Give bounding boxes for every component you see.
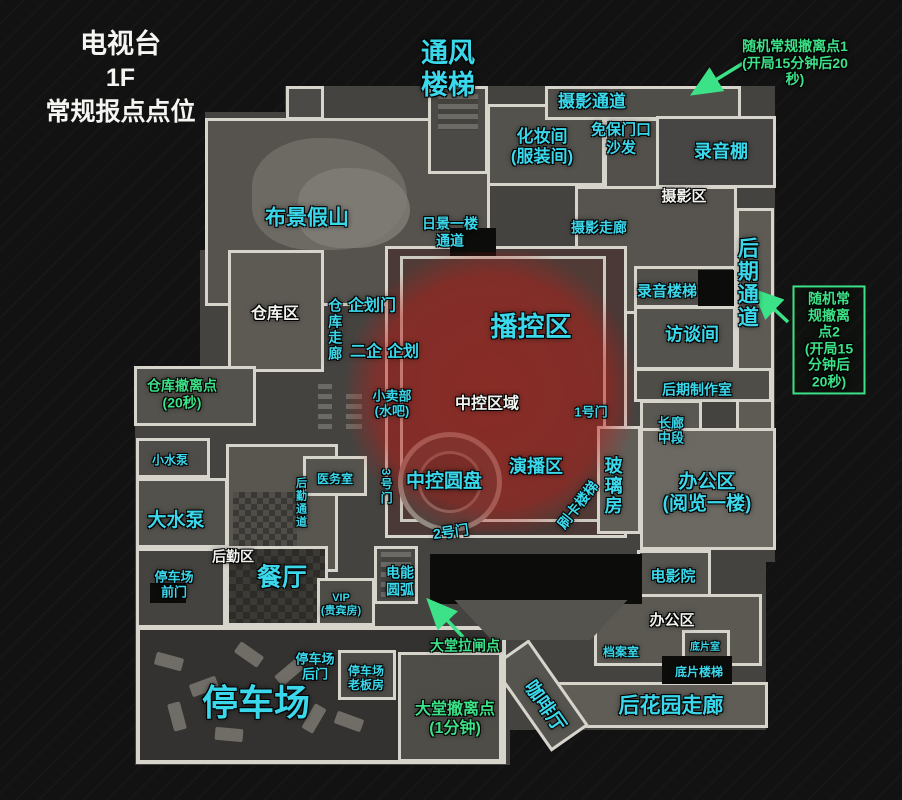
gate-2-label: 2号门 (432, 521, 470, 543)
cinema-label: 电影院 (650, 568, 696, 586)
lobby-gate-arrow (426, 597, 465, 639)
room-lobby-exit (398, 652, 502, 762)
recording-stairs-box (698, 270, 734, 306)
gate-1-label: 1号门 (574, 404, 608, 420)
canteen-shop-label: 小卖部 (水吧) (372, 388, 412, 419)
room-warehouse (228, 250, 324, 372)
day-scene-corridor-label: 日景一楼 通道 (422, 215, 478, 248)
vent-stairs-decor (438, 94, 478, 130)
lobby-black-area (430, 554, 642, 604)
random-extraction-2-label: 随机常规撤离点2 (开局15分钟后20秒) (792, 285, 866, 395)
rockery-decor (298, 168, 410, 248)
glass-room-label: 玻璃房 (602, 456, 623, 516)
makeup-room-label: 化妆间 (服装间) (510, 126, 574, 166)
post-production-label: 后期制作室 (662, 381, 732, 398)
studio-area-label: 演播区 (509, 456, 563, 477)
room-big-pump (136, 478, 228, 548)
parking-back-door-label: 停车场 后门 (295, 651, 335, 682)
broadcast-control-label: 播控区 (490, 312, 572, 343)
vent-stairs-label: 通风 楼梯 (421, 38, 475, 100)
parking-boss-room-label: 停车场 老板房 (347, 663, 385, 692)
room-vip (317, 578, 375, 626)
recording-stairs-label: 录音楼梯 (636, 283, 698, 301)
room-warehouse-exit (134, 366, 256, 426)
room-canteen (226, 546, 328, 626)
scenery-rockery-label: 布景假山 (265, 206, 349, 230)
film-room-label: 底片室 (690, 642, 720, 654)
room-post-production (634, 368, 772, 402)
room-post-passage (736, 208, 774, 446)
warehouse-corridor-label: 仓库走廊 (327, 298, 344, 362)
canteen-label: 餐厅 (256, 563, 308, 592)
logistics-corridor-label: 后勤通道 (294, 477, 307, 529)
lobby-gate-point-label: 大堂拉闸点 (430, 637, 500, 654)
corridor-mid-label: 长廊 中段 (657, 415, 685, 446)
archive-room-label: 档案室 (602, 644, 640, 659)
gate-3-label: 3号门 (379, 468, 394, 506)
lobby-exit-label: 大堂撤离点 (1分钟) (414, 701, 496, 737)
door-decor (150, 583, 186, 603)
random-extraction-1-label: 随机常规撤离点1 (开局15分钟后20秒) (742, 38, 848, 88)
power-stairs-decor (381, 552, 411, 598)
big-pump-label: 大水泵 (147, 509, 205, 531)
central-control-label: 中控区域 (454, 395, 520, 413)
office-bottom-label: 办公区 (649, 612, 695, 630)
warehouse-area-label: 仓库区 (250, 305, 300, 323)
map-title: 电视台 1F 常规报点点位 (18, 26, 223, 130)
photo-area-label: 摄影区 (661, 188, 707, 206)
office-reading-label: 办公区 (阅览一楼) (662, 471, 752, 515)
extraction-1-arrow (690, 60, 746, 96)
planning-label: 企划 (386, 343, 420, 361)
small-pump-label: 小水泵 (151, 452, 189, 467)
room-office-reading (640, 428, 776, 550)
interview-room-label: 访谈间 (665, 324, 719, 345)
parking-lot-label: 停车场 (201, 681, 311, 723)
duty-free-sofa-label: 免保门口 沙发 (590, 121, 652, 156)
title-line-1: 电视台 (80, 29, 161, 59)
photo-corridor-label: 摄影走廊 (571, 219, 627, 236)
planning-door-label: 企划门 (347, 297, 397, 315)
door-decor (450, 228, 496, 256)
room-top-notch (286, 86, 324, 120)
post-passage-label: 后期通道 (735, 237, 759, 329)
film-stairs-box (662, 656, 732, 684)
recording-studio-label: 录音棚 (694, 141, 748, 162)
extraction-2-arrow (751, 288, 790, 324)
power-arc-label: 电能 圆弧 (386, 564, 414, 597)
film-stairs-label: 底片楼梯 (674, 664, 724, 679)
corridor-stairs-decor (318, 384, 332, 430)
garden-corridor-label: 后花园走廊 (618, 694, 724, 718)
warehouse-exit-label: 仓库撤离点 (20秒) (147, 377, 217, 410)
second-planning-label: 二企 (349, 343, 383, 361)
room-small-pump (136, 438, 210, 478)
coffee-shop-label: 咖啡厅 (519, 677, 570, 736)
medical-room-label: 医务室 (316, 471, 354, 486)
title-line-2: 1F (105, 64, 136, 93)
central-disc-label: 中控圆盘 (405, 470, 483, 492)
logistics-area-label: 后勤区 (212, 548, 254, 565)
parking-front-door-label: 停车场 前门 (154, 569, 194, 600)
vip-room-label: VIP (贵宾房) (320, 592, 362, 617)
room-parking-boss (338, 650, 396, 700)
title-line-3: 常规报点点位 (45, 98, 196, 127)
card-stairs-label: 刷卡楼梯 (554, 477, 602, 532)
photo-passage-label: 摄影通道 (558, 91, 626, 111)
